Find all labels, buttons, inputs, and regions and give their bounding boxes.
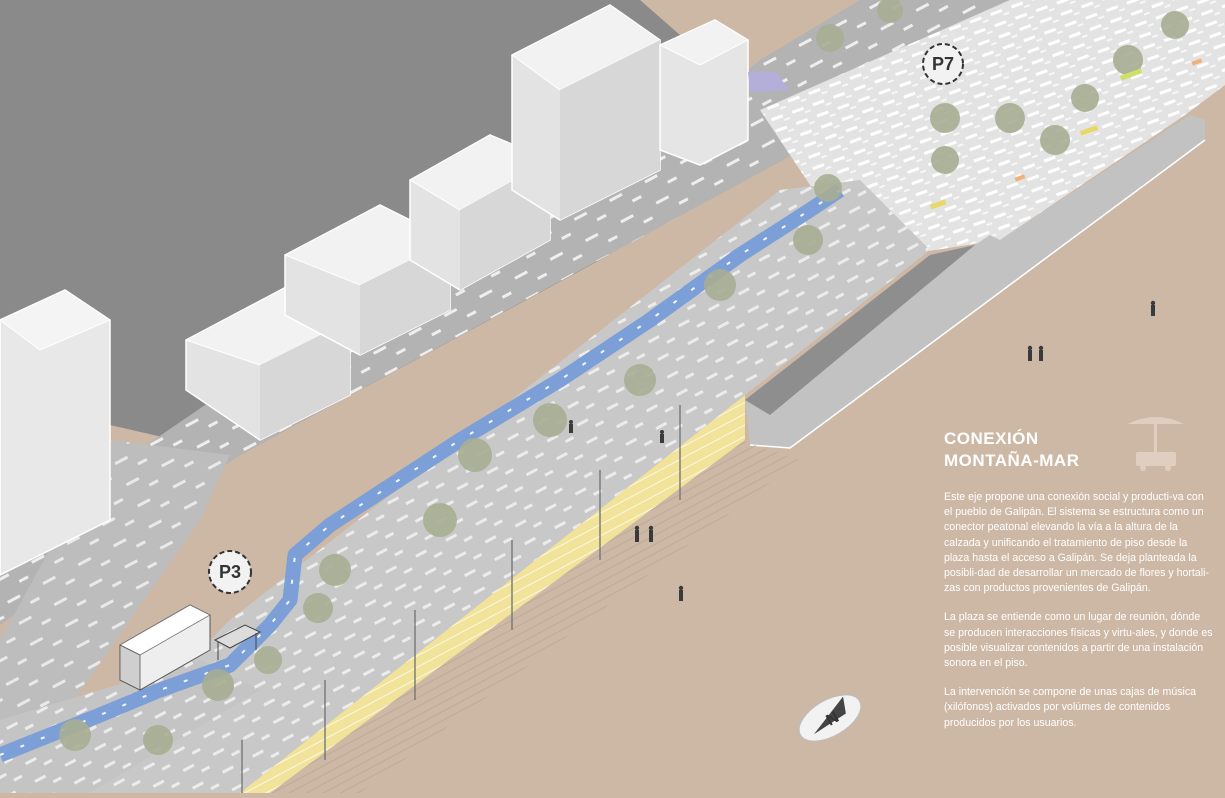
north-arrow: N (798, 694, 862, 742)
panel-paragraph-2: La plaza se entiende como un lugar de re… (944, 611, 1213, 670)
tree (814, 174, 842, 202)
promenade-lower-paving (0, 660, 260, 793)
tree (930, 103, 960, 133)
tree (423, 503, 457, 537)
lamp-posts (241, 405, 681, 793)
building-e (658, 19, 750, 166)
tree (1161, 11, 1189, 39)
tree (143, 725, 173, 755)
ground-band (260, 440, 800, 793)
tree (533, 403, 567, 437)
badge-p3-label: P3 (219, 562, 241, 582)
plaza-accents (929, 58, 1203, 210)
tree (303, 593, 333, 623)
tree (1040, 125, 1070, 155)
tree (202, 669, 234, 701)
side-road-markings (0, 440, 230, 760)
building-b (283, 204, 452, 356)
tree (1113, 45, 1143, 75)
pedestrian-path (0, 183, 845, 762)
tree (624, 364, 656, 396)
panel-paragraph-3: La intervención se compone de unas cajas… (944, 686, 1197, 729)
pedestrians (569, 300, 1156, 601)
upper-plaza-paving (760, 0, 1225, 260)
panel-title: CONEXIÓN MONTAÑA-MAR (944, 428, 1214, 472)
tree (59, 719, 91, 751)
purple-patch (748, 72, 790, 92)
promenade-paving (60, 180, 930, 793)
tree (816, 24, 844, 52)
badge-p7-label: P7 (932, 54, 954, 74)
badge-p7: P7 (922, 43, 964, 85)
trees (59, 0, 1189, 755)
ramp-edge (749, 139, 1206, 449)
ramp-shadow (745, 245, 975, 415)
retaining-wall-lines (240, 395, 745, 793)
tree (931, 146, 959, 174)
tree (319, 554, 351, 586)
market-stall-icon (1128, 417, 1184, 471)
ramp (745, 115, 1205, 448)
tree (1071, 84, 1099, 112)
description-panel: CONEXIÓN MONTAÑA-MAR Este eje propone un… (944, 428, 1214, 745)
panel-title-line-2: MONTAÑA-MAR (944, 451, 1080, 470)
bus-shelter (213, 624, 262, 660)
panel-paragraph-1: Este eje propone una conexión social y p… (944, 491, 1209, 595)
tree (458, 438, 492, 472)
panel-title-line-1: CONEXIÓN (944, 429, 1039, 448)
building-tall-left (0, 289, 112, 576)
tree (254, 646, 282, 674)
building-d (511, 4, 661, 221)
badge-p3: P3 (208, 550, 252, 594)
tree (995, 103, 1025, 133)
tree (877, 0, 903, 23)
tree (704, 269, 736, 301)
tree (793, 225, 823, 255)
bus (119, 604, 211, 691)
